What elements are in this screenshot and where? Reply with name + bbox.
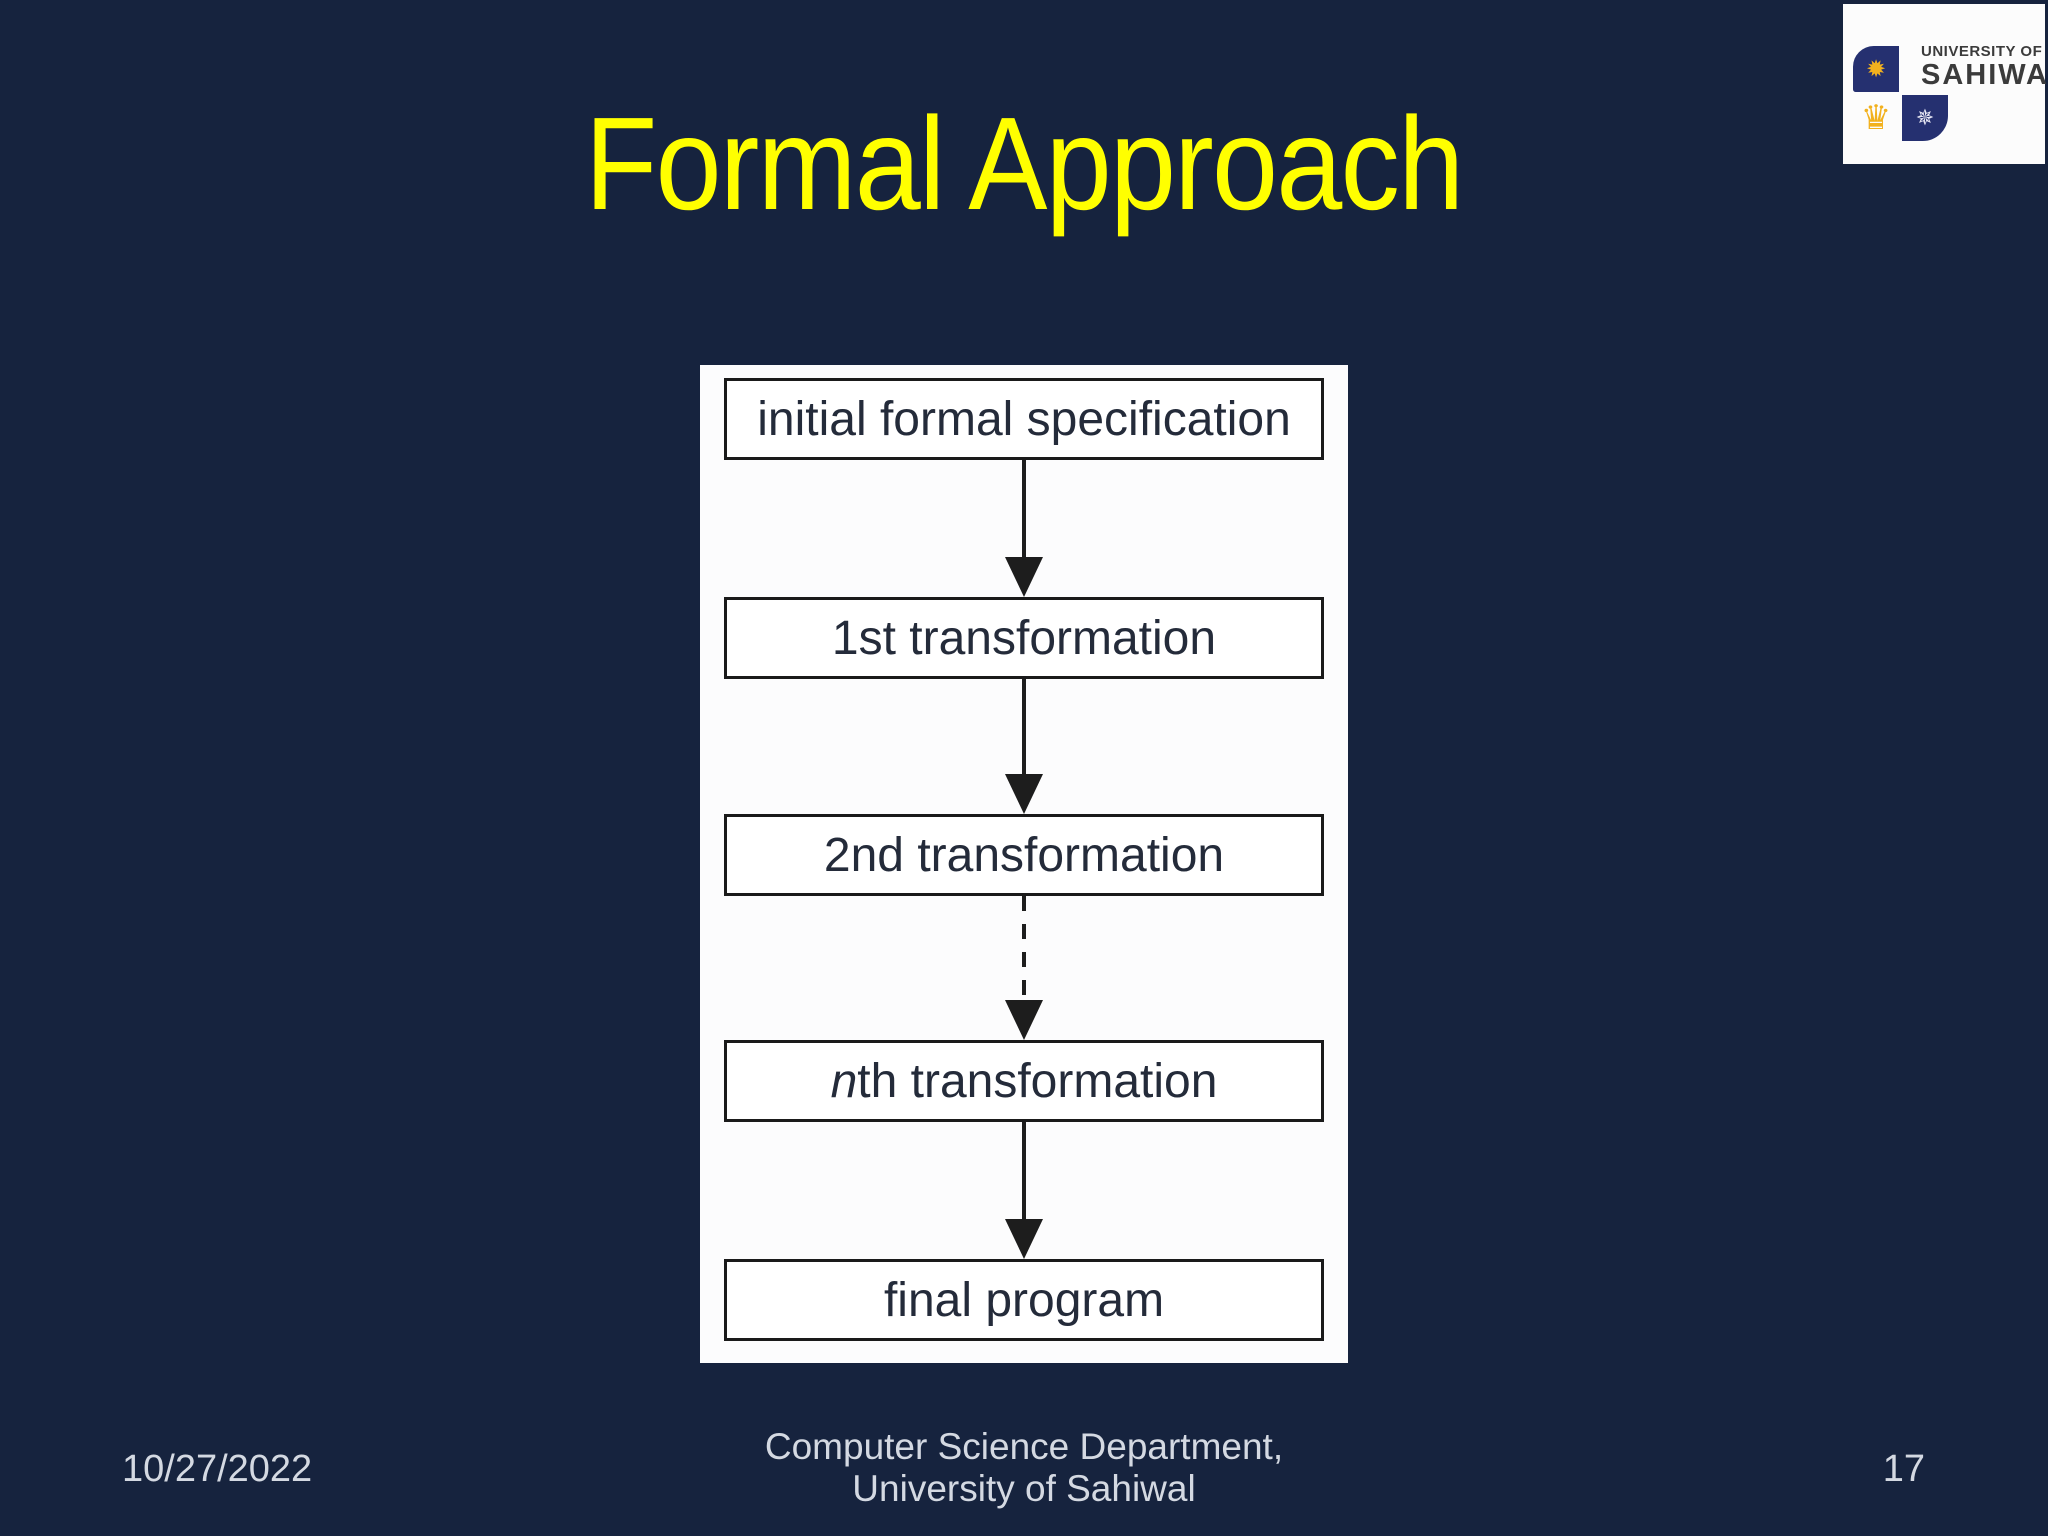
flow-box-label: 1st transformation <box>831 611 1217 665</box>
flow-box-label: final program <box>883 1273 1165 1327</box>
arrow-down-icon <box>1005 1219 1043 1259</box>
arrow-dashed-line <box>1022 896 1026 1001</box>
footer-department-line2: University of Sahiwal <box>852 1468 1196 1509</box>
flow-box-label: th transformation <box>857 1054 1218 1108</box>
footer-department-line1: Computer Science Department, <box>764 1426 1284 1467</box>
flow-box-initial-formal-specification: initial formal specification <box>724 378 1324 460</box>
flow-box-1st-transformation: 1st transformation <box>724 597 1324 679</box>
slide-title: Formal Approach <box>0 88 2048 239</box>
arrow-line <box>1022 679 1026 775</box>
flow-arrow-4 <box>994 1122 1054 1259</box>
arrow-down-icon <box>1005 1000 1043 1040</box>
flow-box-label-italic: n <box>830 1054 858 1108</box>
logo-line-sahiwal: SAHIWAL <box>1921 58 2048 91</box>
footer-department-text: Computer Science Department, University … <box>0 1426 2048 1510</box>
logo-line-university-of: UNIVERSITY OF <box>1921 43 2043 60</box>
flow-arrow-1 <box>994 460 1054 597</box>
arrow-down-icon <box>1005 774 1043 814</box>
flow-box-2nd-transformation: 2nd transformation <box>724 814 1324 896</box>
flow-arrow-3-dashed <box>994 896 1054 1040</box>
flowchart-panel: initial formal specification 1st transfo… <box>700 365 1348 1363</box>
flow-box-label: initial formal specification <box>757 392 1291 446</box>
slide-title-text: Formal Approach <box>585 90 1464 237</box>
star-icon: ✵ <box>1902 95 1948 141</box>
university-logo: ✹ ♛ ✵ UNIVERSITY OF SAHIWAL <box>1843 4 2048 164</box>
sun-icon: ✹ <box>1853 46 1899 92</box>
flow-box-label: 2nd transformation <box>823 828 1225 882</box>
arrow-line <box>1022 1122 1026 1220</box>
arrow-down-icon <box>1005 557 1043 597</box>
slide-page-number: 17 <box>1882 1448 1925 1490</box>
university-logo-text: UNIVERSITY OF SAHIWAL <box>1921 43 2048 91</box>
university-shield-emblem: ✹ ♛ ✵ <box>1853 46 1948 141</box>
flow-box-final-program: final program <box>724 1259 1324 1341</box>
crown-icon: ♛ <box>1860 98 1892 138</box>
flow-arrow-2 <box>994 679 1054 814</box>
arrow-line <box>1022 460 1026 558</box>
footer-date: 10/27/2022 <box>122 1448 313 1490</box>
